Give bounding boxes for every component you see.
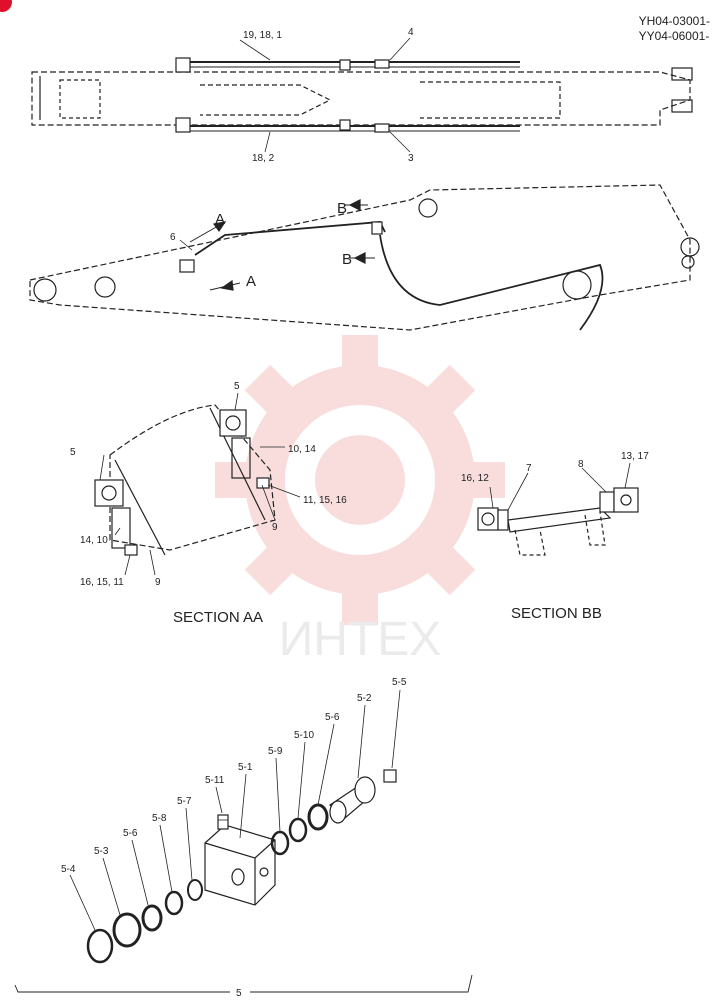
section-marker-b-lower: B xyxy=(342,251,352,268)
callout-5-11: 5-11 xyxy=(205,775,225,786)
callout-5-7: 5-7 xyxy=(177,796,192,807)
callout-bb-8: 8 xyxy=(578,459,584,470)
section-aa-callouts: 5 10, 14 5 11, 15, 16 14, 10 9 16, 15, 1… xyxy=(70,381,347,588)
callout-5-5: 5-5 xyxy=(392,677,407,688)
section-aa-drawing xyxy=(94,392,301,576)
model-code-block: YH04-03001- YY04-06001- xyxy=(639,14,710,44)
callout-bb-13-17: 13, 17 xyxy=(621,451,649,462)
corner-badge xyxy=(0,0,12,12)
top-view-callouts: 19, 18, 1 4 18, 2 3 xyxy=(243,27,414,164)
callout-5-10: 5-10 xyxy=(294,730,314,741)
callout-5-6-upper: 5-6 xyxy=(325,712,340,723)
callout-5-8: 5-8 xyxy=(152,813,167,824)
exploded-callouts: 5-5 5-2 5-6 5-10 5-9 5-1 5-11 5-7 5-8 5-… xyxy=(61,677,407,999)
section-bb-callouts: 7 8 13, 17 16, 12 xyxy=(461,451,649,484)
callout-5-9: 5-9 xyxy=(268,746,283,757)
callout-5-6-lower: 5-6 xyxy=(123,828,138,839)
callout-aa-11-15-16: 11, 15, 16 xyxy=(303,495,347,506)
exploded-view xyxy=(14,689,473,993)
callout-6: 6 xyxy=(170,232,176,243)
callout-assembly-5: 5 xyxy=(236,988,242,999)
callout-aa-14-10: 14, 10 xyxy=(80,535,108,546)
callout-aa-5-left: 5 xyxy=(70,447,76,458)
callout-bb-16-12: 16, 12 xyxy=(461,473,489,484)
section-bb-title: SECTION BB xyxy=(511,605,602,622)
callout-aa-9-bottom: 9 xyxy=(155,577,161,588)
callout-5-2: 5-2 xyxy=(357,693,372,704)
callout-3: 3 xyxy=(408,153,414,164)
callout-5-4: 5-4 xyxy=(61,864,76,875)
callout-aa-9-right: 9 xyxy=(272,522,278,533)
callout-19-18-1: 19, 18, 1 xyxy=(243,30,282,41)
arm-top-view xyxy=(31,37,693,153)
callout-4: 4 xyxy=(408,27,414,38)
section-marker-a-lower: A xyxy=(246,273,256,290)
section-bb-drawing xyxy=(477,462,639,556)
callout-bb-7: 7 xyxy=(526,463,532,474)
model-code-2: YY04-06001- xyxy=(638,29,710,43)
callout-aa-16-15-11: 16, 15, 11 xyxy=(80,577,124,588)
model-code-1: YH04-03001- xyxy=(638,14,710,28)
watermark-text: ИНТЕХ xyxy=(279,613,442,666)
callout-18-2: 18, 2 xyxy=(252,153,275,164)
side-view-callouts: 6 A A B B xyxy=(170,200,352,290)
callout-5-3: 5-3 xyxy=(94,846,109,857)
section-aa-title: SECTION AA xyxy=(173,609,263,626)
section-marker-a-upper: A xyxy=(215,211,225,228)
callout-aa-5-top: 5 xyxy=(234,381,240,392)
callout-aa-10-14: 10, 14 xyxy=(288,444,316,455)
arm-side-view xyxy=(29,184,700,331)
section-marker-b-upper: B xyxy=(337,200,347,217)
callout-5-1: 5-1 xyxy=(238,762,253,773)
